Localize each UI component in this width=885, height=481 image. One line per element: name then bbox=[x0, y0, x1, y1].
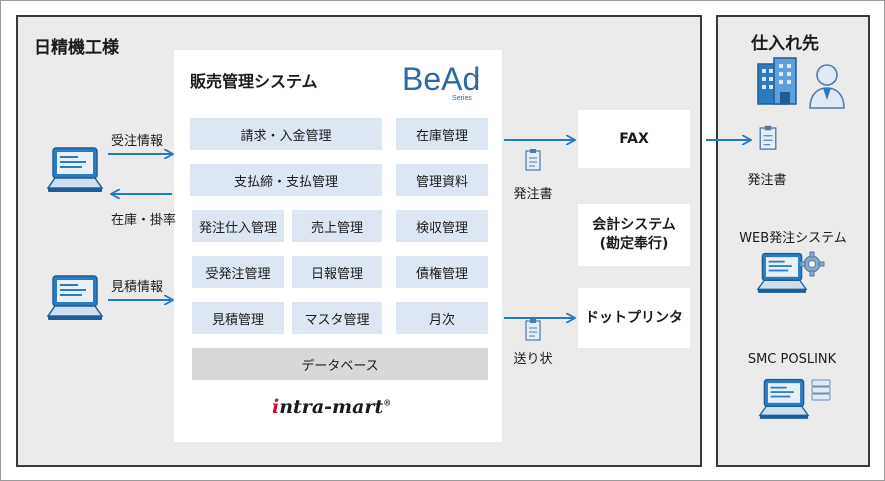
bead-logo-text: BeAd bbox=[402, 61, 480, 97]
module-master[interactable]: マスタ管理 bbox=[292, 302, 382, 334]
intramart-logo-text: intra-mart bbox=[272, 396, 384, 418]
person-icon bbox=[809, 64, 845, 109]
module-orders[interactable]: 受発注管理 bbox=[192, 256, 284, 288]
bead-logo-sub: Series bbox=[452, 95, 472, 102]
document-icon bbox=[525, 319, 541, 341]
module-payment[interactable]: 支払締・支払管理 bbox=[190, 164, 382, 196]
intramart-logo: intra-mart® bbox=[272, 396, 392, 418]
module-sales[interactable]: 売上管理 bbox=[292, 210, 382, 242]
document-icon bbox=[759, 125, 777, 150]
supplier-panel-title: 仕入れ先 bbox=[751, 34, 819, 54]
database-bar: データベース bbox=[192, 348, 488, 380]
label-stock-rate: 在庫・掛率 bbox=[111, 213, 177, 228]
label-web-ordering: WEB発注システム bbox=[739, 231, 847, 246]
module-reports[interactable]: 管理資料 bbox=[396, 164, 488, 196]
module-daily-report[interactable]: 日報管理 bbox=[292, 256, 382, 288]
laptop-icon bbox=[756, 252, 808, 293]
module-purchasing[interactable]: 発注仕入管理 bbox=[192, 210, 284, 242]
laptop-icon bbox=[46, 275, 104, 320]
accounting-system-box: 会計システム (勘定奉行) bbox=[578, 204, 690, 266]
module-inventory[interactable]: 在庫管理 bbox=[396, 118, 488, 150]
dot-printer-box: ドットプリンタ bbox=[578, 288, 690, 348]
label-purchase-order: 発注書 bbox=[513, 187, 553, 202]
module-receivables[interactable]: 債権管理 bbox=[396, 256, 488, 288]
label-estimate-info: 見積情報 bbox=[111, 280, 164, 295]
module-monthly[interactable]: 月次 bbox=[396, 302, 488, 334]
building-icon bbox=[757, 57, 797, 105]
system-title: 販売管理システム bbox=[190, 72, 318, 91]
document-icon bbox=[525, 149, 541, 171]
company-panel-title: 日精機工様 bbox=[34, 38, 119, 58]
laptop-icon bbox=[46, 147, 104, 192]
module-estimates[interactable]: 見積管理 bbox=[192, 302, 284, 334]
label-smc-poslink: SMC POSLINK bbox=[747, 352, 837, 367]
module-inspection[interactable]: 検収管理 bbox=[396, 210, 488, 242]
gear-icon bbox=[799, 251, 825, 277]
label-supplier-po: 発注書 bbox=[747, 173, 787, 188]
bead-logo: BeAd Series bbox=[402, 61, 480, 102]
label-order-info: 受注情報 bbox=[111, 134, 164, 149]
module-billing[interactable]: 請求・入金管理 bbox=[190, 118, 382, 150]
fax-box: FAX bbox=[578, 110, 690, 168]
label-delivery-slip: 送り状 bbox=[513, 352, 553, 367]
server-icon bbox=[811, 379, 831, 401]
laptop-icon bbox=[758, 378, 810, 419]
